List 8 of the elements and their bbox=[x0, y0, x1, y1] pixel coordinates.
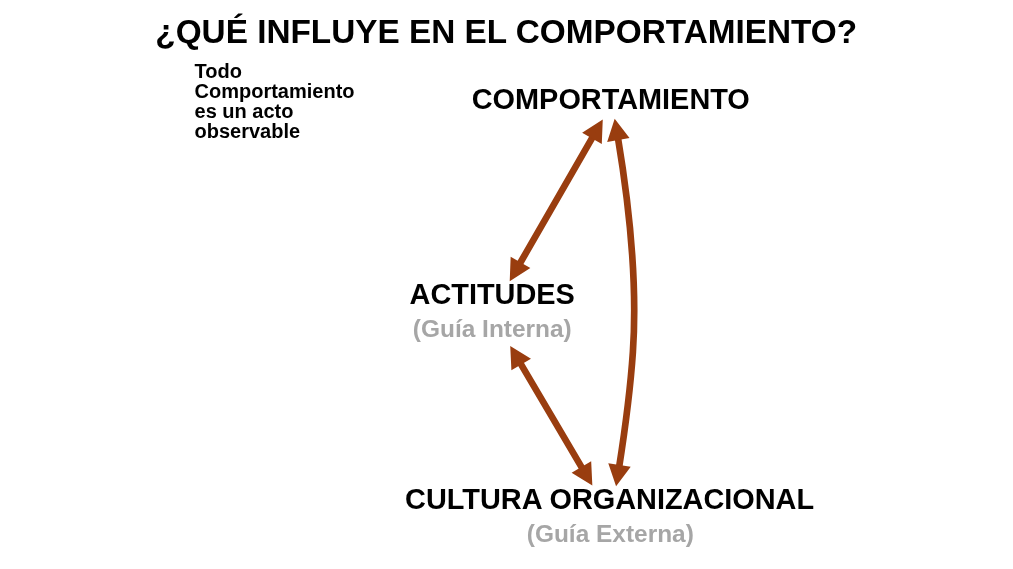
arrow bbox=[510, 345, 593, 486]
diagram-title: ¿QUÉ INFLUYE EN EL COMPORTAMIENTO? bbox=[155, 12, 858, 50]
arrow bbox=[607, 118, 638, 487]
arrow bbox=[509, 119, 603, 282]
node-text: ACTITUDES (Guía Interna) bbox=[409, 278, 575, 343]
node-text: COMPORTAMIENTO bbox=[471, 83, 750, 116]
node-text: CULTURA ORGANIZACIONAL (Guía Externa) bbox=[405, 482, 815, 547]
label: Todo Comportamiento es un acto observable bbox=[194, 59, 355, 142]
